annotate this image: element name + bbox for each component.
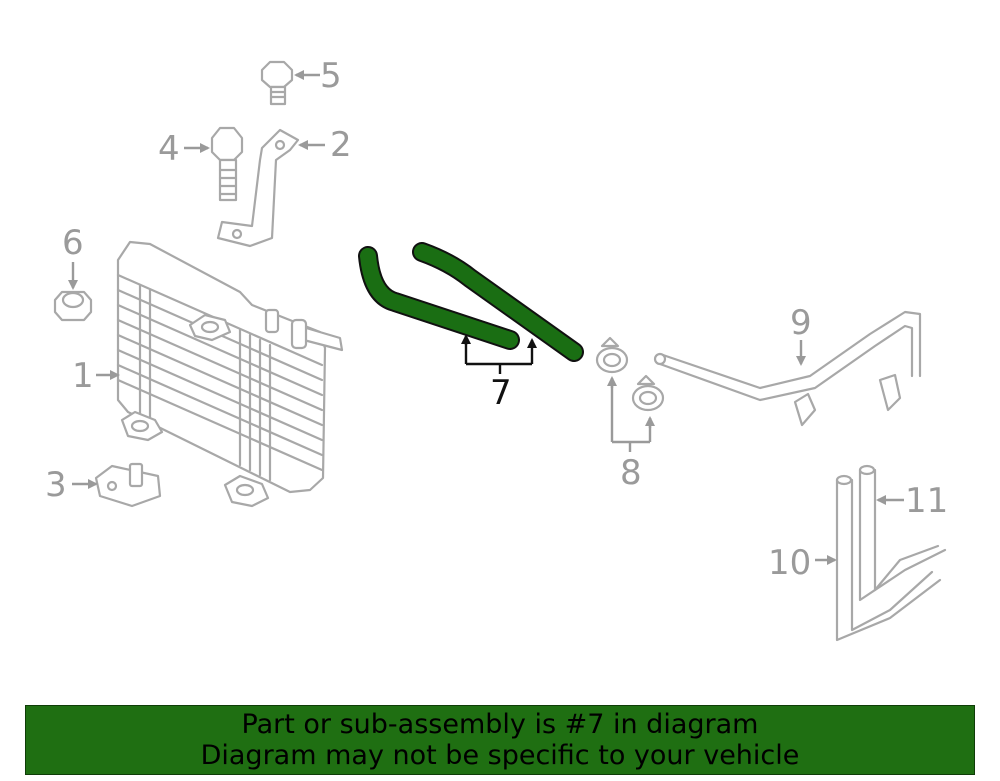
callout-4: 4 <box>158 129 180 169</box>
callout-3: 3 <box>45 465 67 505</box>
bolt-small <box>260 60 294 106</box>
cooler-tubes <box>835 464 947 642</box>
oil-cooler-hoses <box>358 242 584 362</box>
stud-plate <box>94 462 162 508</box>
bolt-long <box>210 126 244 202</box>
disclaimer-banner: Part or sub-assembly is #7 in diagram Di… <box>25 705 975 775</box>
callout-5: 5 <box>320 56 342 96</box>
oil-cooler <box>116 240 344 508</box>
oil-cooler-tube <box>653 310 922 427</box>
nut <box>53 290 93 322</box>
callout-1: 1 <box>72 356 94 396</box>
leader-8 <box>610 380 652 452</box>
callout-7: 7 <box>490 373 512 413</box>
leader-7 <box>464 338 534 374</box>
callout-10: 10 <box>768 543 811 583</box>
callout-11: 11 <box>905 481 948 521</box>
callout-9: 9 <box>790 303 812 343</box>
callout-2: 2 <box>330 125 352 165</box>
callout-8: 8 <box>620 453 642 493</box>
banner-line-1: Part or sub-assembly is #7 in diagram <box>241 709 759 740</box>
banner-line-2: Diagram may not be specific to your vehi… <box>200 740 800 771</box>
callout-6: 6 <box>62 223 84 263</box>
hose-clamps <box>595 336 665 412</box>
bracket <box>216 128 300 248</box>
